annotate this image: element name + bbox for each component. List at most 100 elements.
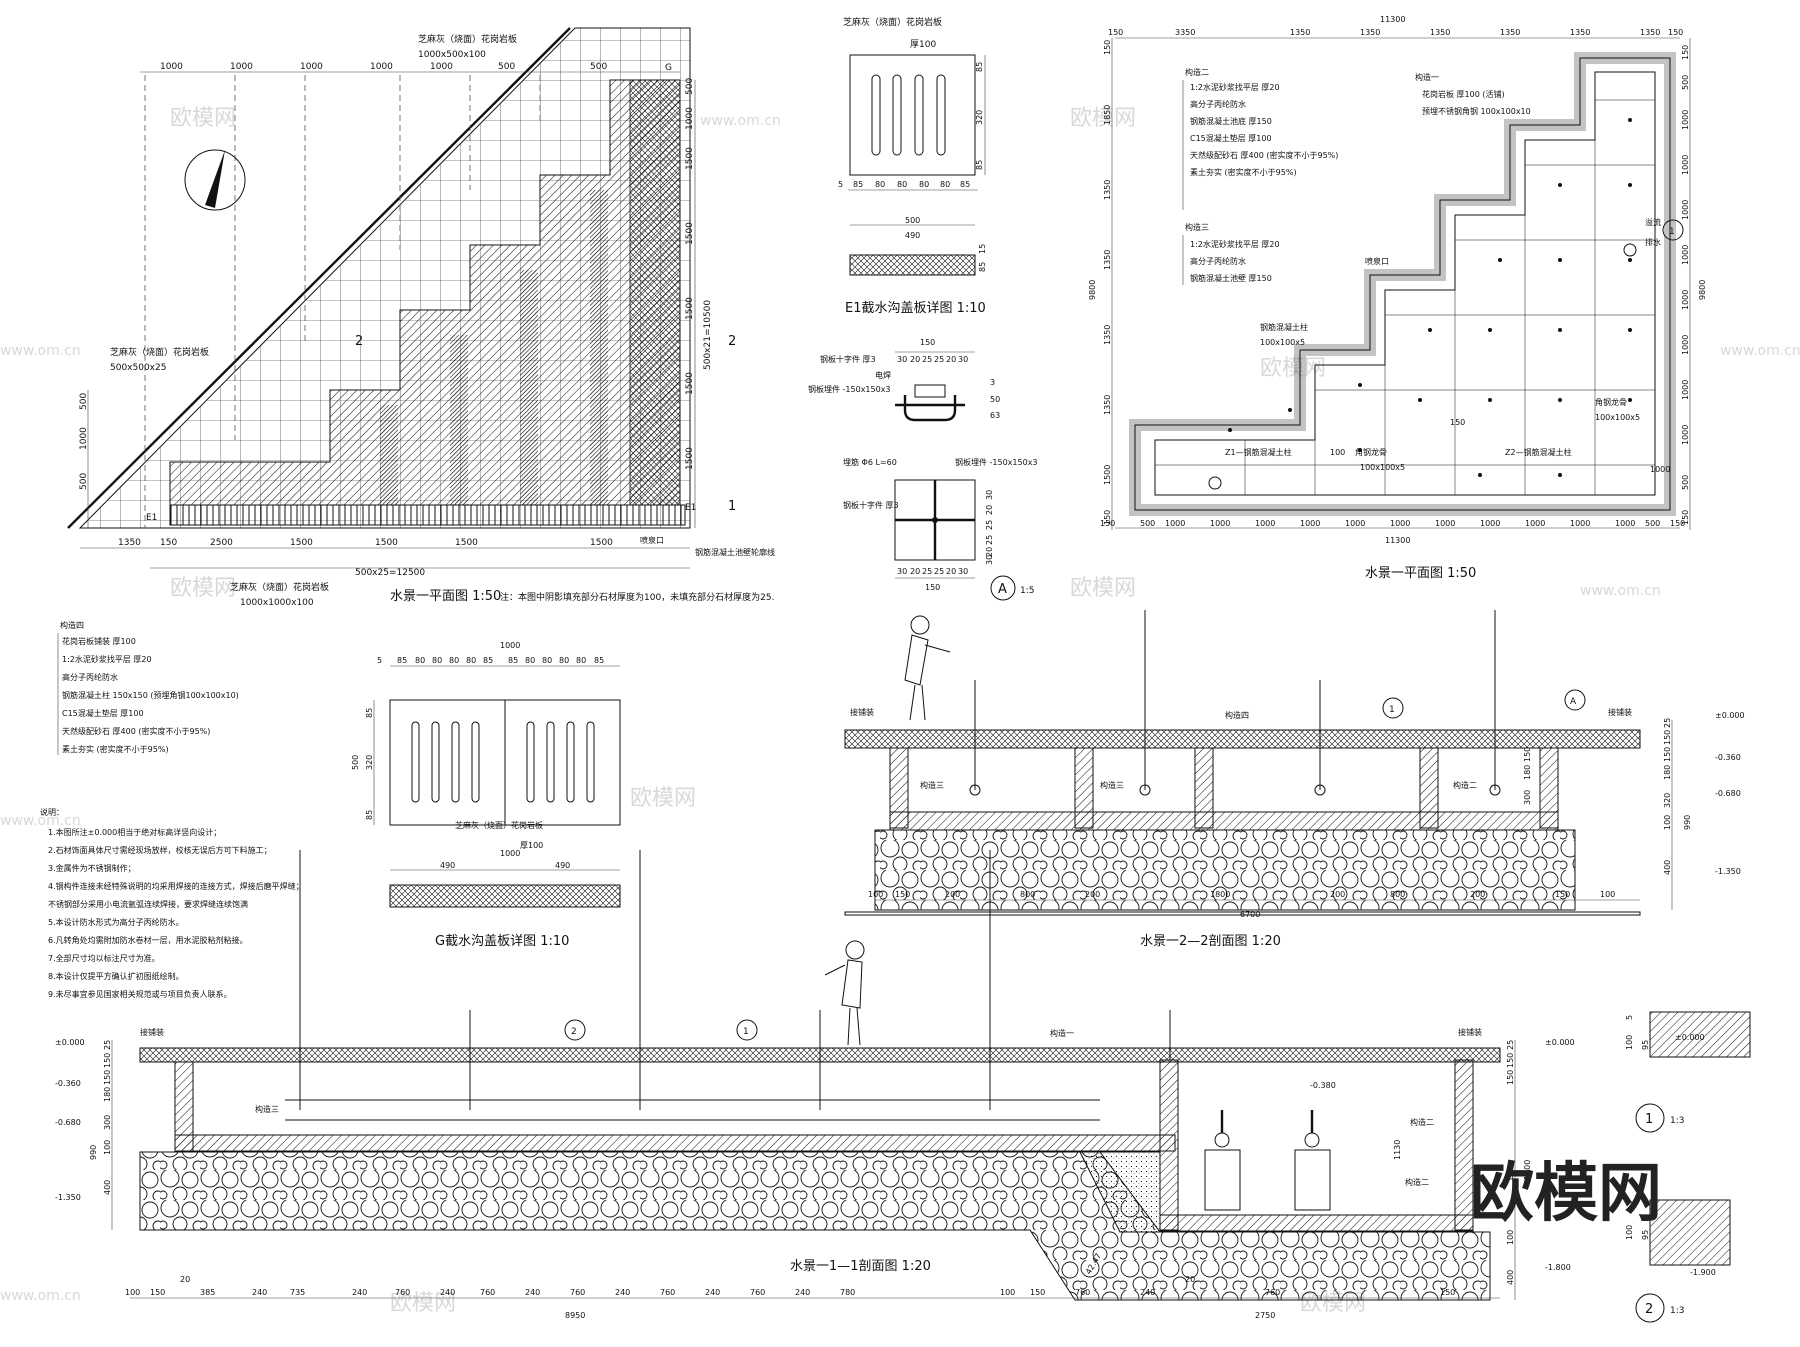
detail-2: -1.900 5 95 100 2 1:3 bbox=[1625, 1199, 1731, 1323]
watermark-4: 欧模网 bbox=[170, 576, 236, 601]
plan2-left-dim-1: 150 bbox=[1103, 40, 1112, 55]
plan1-left-dim-3: 500 bbox=[79, 473, 89, 490]
e1-label: 芝麻灰（烧面）花岗岩板 bbox=[843, 16, 942, 28]
detail1-dim-3: 100 bbox=[1625, 1035, 1634, 1050]
s11-left-dim-6: 100 bbox=[103, 1140, 112, 1155]
plan2-bot-dim-6: 1000 bbox=[1300, 519, 1320, 528]
detail-a-bot-dim-2: 20 bbox=[910, 567, 920, 576]
watermark-2: 欧模网 bbox=[1070, 106, 1136, 131]
plan1-bot-dim-4: 1500 bbox=[290, 538, 313, 548]
plan2-angle: 角钢龙骨 bbox=[1595, 397, 1627, 407]
e1-top-dim-6: 85 bbox=[960, 180, 970, 189]
plan2-left-total: 9800 bbox=[1088, 280, 1097, 300]
s11-bot-dim-5: 735 bbox=[290, 1288, 305, 1297]
detail-a-top-dim-3: 25 bbox=[922, 355, 932, 364]
s11-bot-dim-23: 150 bbox=[1440, 1288, 1455, 1297]
s22-elev-3: -0.680 bbox=[1715, 789, 1741, 798]
s22-bot-dim-6: 1800 bbox=[1210, 890, 1230, 899]
plan2-z1: Z1—钢筋混凝土柱 bbox=[1225, 447, 1292, 457]
s11-right-dim-8: 400 bbox=[1506, 1270, 1515, 1285]
plan2-bot-dim-2: 500 bbox=[1140, 519, 1155, 528]
detail-a-grid-dim-3: 25 bbox=[985, 520, 994, 530]
plan1-top-dim-6: 500 bbox=[498, 62, 515, 72]
detail-a-label-2: 电焊 bbox=[875, 370, 891, 380]
plan1-right-dim-2: 1500 bbox=[685, 222, 695, 245]
pump-right-icon bbox=[1294, 1110, 1331, 1211]
g-bot-dim-1: 490 bbox=[440, 861, 455, 870]
e1-top-dim-5: 80 bbox=[940, 180, 950, 189]
note-7: 6.凡转角处均需附加防水卷材一层，用水泥胶粘剂粘接。 bbox=[48, 935, 248, 945]
s11-bot-dim-14: 240 bbox=[705, 1288, 720, 1297]
e1-height-15: 15 bbox=[978, 244, 987, 254]
plan2-top-dim-3: 1350 bbox=[1290, 28, 1310, 37]
section-1-1: 接铺装 接铺装 构造一 构造三 构造二 构造二 -0.380 2 1 ±0.00… bbox=[55, 850, 1575, 1320]
s22-bot-total: 6700 bbox=[1240, 910, 1260, 919]
g-top-dim-2: 80 bbox=[415, 656, 425, 665]
plan1-title: 水景一平面图 1:50 bbox=[390, 589, 501, 604]
plan1-right-dim-1: 1500 bbox=[685, 147, 695, 170]
s11-bot-dim-7: 760 bbox=[395, 1288, 410, 1297]
note-8: 7.全部尺寸均以标注尺寸为准。 bbox=[48, 953, 160, 963]
s22-bot-dim-11: 100 bbox=[1600, 890, 1615, 899]
note-4: 4.钢构件连接未经特殊说明的均采用焊接的连接方式，焊接后磨平焊缝； bbox=[48, 881, 304, 891]
s11-bot-dim-22: 760 bbox=[1265, 1288, 1280, 1297]
e1-height-85: 85 bbox=[978, 262, 987, 272]
detail-a-side-dim-1: 3 bbox=[990, 378, 995, 387]
pump-left-icon bbox=[1204, 1110, 1241, 1211]
s11-c1: 构造一 bbox=[1050, 1028, 1074, 1038]
plan2-bot-dim-3: 1000 bbox=[1165, 519, 1185, 528]
s11-bot-dim-9: 760 bbox=[480, 1288, 495, 1297]
s22-right-dim-2: 150 bbox=[1663, 730, 1672, 745]
plan2-right-dim-7: 1000 bbox=[1681, 290, 1690, 310]
plan2-left-dim-8: 150 bbox=[1103, 510, 1112, 525]
detail2-elev: -1.900 bbox=[1690, 1268, 1716, 1277]
s22-bot-dim-1: 100 bbox=[868, 890, 883, 899]
s11-right-dim-5: 870 bbox=[1506, 1165, 1515, 1180]
detail-a-bot-dim-6: 30 bbox=[958, 567, 968, 576]
s11-bot-dim-20: 760 bbox=[1075, 1288, 1090, 1297]
g-top-total: 1000 bbox=[500, 641, 520, 650]
plan2-bot-dim-13: 1000 bbox=[1615, 519, 1635, 528]
s22-bot-dim-2: 150 bbox=[895, 890, 910, 899]
watermark-site-5: www.om.cn bbox=[1580, 583, 1661, 599]
s22-paving-left: 接铺装 bbox=[850, 707, 874, 717]
g-top-dim-12: 85 bbox=[594, 656, 604, 665]
g-side-total: 500 bbox=[351, 755, 360, 770]
s22-elev-1: ±0.000 bbox=[1715, 711, 1745, 720]
plan2-right-dim-6: 1000 bbox=[1681, 245, 1690, 265]
plan2-c2-item-1: 1:2水泥砂浆找平层 厚20 bbox=[1190, 82, 1280, 92]
s22-c2: 构造二 bbox=[1453, 780, 1477, 790]
s11-bot-dim-11: 760 bbox=[570, 1288, 585, 1297]
plan2-right-dim-12: 150 bbox=[1681, 510, 1690, 525]
s11-water: -0.380 bbox=[1310, 1081, 1336, 1090]
detail-a-top-dim-5: 20 bbox=[946, 355, 956, 364]
s11-sub-dim-2: 20 bbox=[1185, 1275, 1195, 1284]
s11-right-dim-6: 1800 bbox=[1523, 1160, 1532, 1180]
plan2-c2-item-3: 钢筋混凝土池底 厚150 bbox=[1190, 116, 1272, 126]
c4-item-7: 素土夯实 (密实度不小于95%) bbox=[62, 744, 169, 754]
s11-bot-dim-6: 240 bbox=[352, 1288, 367, 1297]
plan-view-2: 150 3350 1350 1350 1350 1350 1350 1350 1… bbox=[1088, 15, 1707, 581]
e1-top-dim-4: 80 bbox=[919, 180, 929, 189]
plan2-fountain: 喷泉口 bbox=[1365, 256, 1389, 266]
c4-item-6: 天然级配砂石 厚400 (密实度不小于95%) bbox=[62, 726, 210, 736]
s22-bot-dim-10: 150 bbox=[1555, 890, 1570, 899]
s11-elev-l-4: -1.350 bbox=[55, 1193, 81, 1202]
g-label: 芝麻灰（烧面）花岗岩板 bbox=[455, 820, 543, 830]
s11-bot-dim-8: 240 bbox=[440, 1288, 455, 1297]
plan2-right-dim-11: 500 bbox=[1681, 475, 1690, 490]
s11-bot-dim-2: 150 bbox=[150, 1288, 165, 1297]
s11-paving-left: 接铺装 bbox=[140, 1027, 164, 1037]
s11-left-dim-3: 150 bbox=[103, 1070, 112, 1085]
section-mark-2-left: 2 bbox=[355, 334, 363, 349]
detail-a-label-4: 埋筋 Φ6 L=60 bbox=[843, 457, 897, 467]
s11-elev-l-3: -0.680 bbox=[55, 1118, 81, 1127]
note-2: 2.石材饰面具体尺寸需经现场放样，校核无误后方可下料施工； bbox=[48, 845, 272, 855]
plan2-angle2-size: 100x100x5 bbox=[1360, 463, 1405, 472]
plan2-right-dim-9: 1000 bbox=[1681, 380, 1690, 400]
e1-side-dim-3: 85 bbox=[975, 160, 984, 170]
watermark-site-6: www.om.cn bbox=[0, 1288, 81, 1304]
s11-left-total: 990 bbox=[89, 1145, 98, 1160]
plan2-c1-item-1: 花岗岩板 厚100 (活铺) bbox=[1422, 89, 1505, 99]
plan1-stone-bottom-size: 1000x1000x100 bbox=[240, 598, 314, 608]
